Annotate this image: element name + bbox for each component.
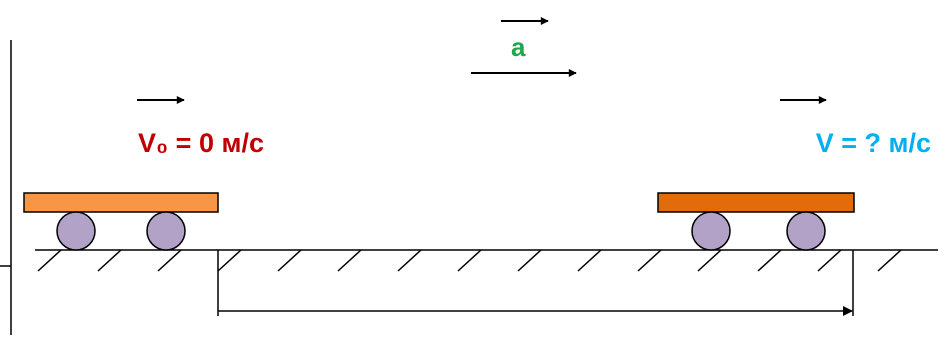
final-velocity-label: V = ? м/с (816, 128, 931, 158)
ground-hatch (37, 249, 902, 272)
right-cart (657, 192, 855, 251)
left-cart-wheel-front (56, 211, 96, 251)
left-cart-wheel-back (146, 211, 186, 251)
acceleration-label: a (511, 32, 526, 62)
left-cart-body (23, 192, 219, 213)
right-cart-wheel-back (786, 211, 826, 251)
initial-velocity-label: V₀ = 0 м/с (138, 128, 264, 158)
distance-indicator (217, 250, 854, 316)
right-cart-body (657, 192, 855, 213)
ground (35, 249, 938, 272)
right-cart-wheel-front (691, 211, 731, 251)
left-cart (23, 192, 219, 251)
